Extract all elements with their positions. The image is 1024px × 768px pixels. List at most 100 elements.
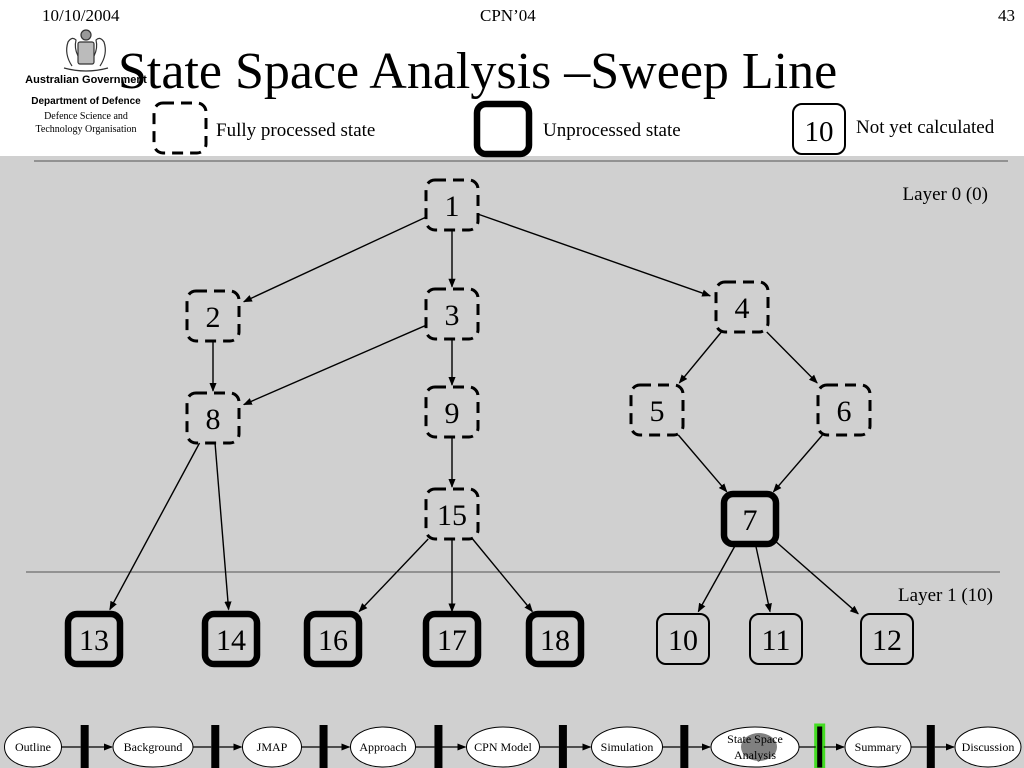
active-marker-icon <box>741 733 777 761</box>
nav-item-summary[interactable]: Summary <box>844 726 912 768</box>
state-box-15 <box>424 487 480 541</box>
state-label-14: 14 <box>216 624 246 657</box>
legend-notyet-box <box>792 103 846 155</box>
state-label-10: 10 <box>668 624 698 657</box>
header-date: 10/10/2004 <box>42 6 120 25</box>
state-label-11: 11 <box>762 624 791 657</box>
state-label-8: 8 <box>206 403 221 436</box>
nav-label: Summary <box>855 740 902 754</box>
state-node-18: 18 <box>525 610 585 668</box>
navigation-bar: Outline Background JMAP Approach CPN Model Si… <box>4 723 1022 768</box>
state-box-3 <box>424 287 480 341</box>
legend-unprocessed-label: Unprocessed state <box>543 120 681 141</box>
state-label-4: 4 <box>735 292 750 325</box>
edge-7-11 <box>754 543 772 613</box>
edge-4-6 <box>766 331 818 384</box>
state-box-2 <box>185 289 241 343</box>
header-page-number: 43 <box>998 6 1015 25</box>
state-node-14: 14 <box>201 610 261 668</box>
state-box-11 <box>749 613 803 665</box>
state-box-1 <box>424 178 480 232</box>
state-box-14 <box>201 610 261 668</box>
nav-item-jmap[interactable]: JMAP <box>242 726 302 768</box>
logo-dsto-line1: Defence Science and <box>44 111 128 122</box>
legend-fully-processed-label: Fully processed state <box>216 120 376 141</box>
state-node-10: 10 <box>656 613 710 665</box>
state-box-7 <box>720 490 780 548</box>
edge-8-14 <box>214 442 232 611</box>
state-node-8: 8 <box>185 391 241 445</box>
edges <box>109 213 859 615</box>
nav-label: Analysis <box>734 748 776 762</box>
nav-item-cpn-model[interactable]: CPN Model <box>466 726 540 768</box>
nav-separator-bar <box>80 725 89 768</box>
state-label-3: 3 <box>445 299 460 332</box>
state-node-6: 6 <box>816 383 872 437</box>
state-node-13: 13 <box>64 610 124 668</box>
state-box-17 <box>422 610 482 668</box>
nav-label: Approach <box>359 740 406 754</box>
nav-label: Outline <box>15 740 51 754</box>
nav-label: Background <box>124 740 183 754</box>
nav-item-simulation[interactable]: Simulation <box>591 726 663 768</box>
nav-label: CPN Model <box>474 740 532 754</box>
state-label-15: 15 <box>437 499 467 532</box>
edge-15-18 <box>472 538 533 613</box>
state-box-6 <box>816 383 872 437</box>
state-label-9: 9 <box>445 397 460 430</box>
state-node-11: 11 <box>749 613 803 665</box>
logo-dsto-line2: Technology Organisation <box>35 124 137 135</box>
edge-1-2 <box>242 216 427 303</box>
edge-7-10 <box>697 543 737 613</box>
state-box-9 <box>424 385 480 439</box>
layer-1-label: Layer 1 (10) <box>898 585 993 606</box>
legend-not-yet-label: Not yet calculated <box>856 117 995 138</box>
logo-department: Department of Defence <box>31 96 141 107</box>
edge-6-7 <box>772 434 823 493</box>
edge-8-13 <box>109 442 201 611</box>
layer-0-label: Layer 0 (0) <box>903 184 988 205</box>
state-label-1: 1 <box>445 190 460 223</box>
state-box-18 <box>525 610 585 668</box>
coat-of-arms-icon <box>63 29 109 72</box>
state-label-6: 6 <box>837 395 852 428</box>
nav-item-background[interactable]: Background <box>112 726 194 768</box>
edge-3-8 <box>242 324 427 406</box>
state-node-2: 2 <box>185 289 241 343</box>
nav-separator-bar <box>680 725 689 768</box>
state-label-7: 7 <box>743 504 758 537</box>
state-node-16: 16 <box>303 610 363 668</box>
state-node-9: 9 <box>424 385 480 439</box>
state-node-17: 17 <box>422 610 482 668</box>
edge-7-12 <box>775 541 859 615</box>
legend-notyet-sample: 10 <box>805 116 834 148</box>
nav-separator-bar <box>814 723 826 768</box>
state-node-7: 7 <box>720 490 780 548</box>
nav-item-outline[interactable]: Outline <box>4 726 62 768</box>
edge-4-5 <box>678 331 722 384</box>
slide-title: State Space Analysis –Sweep Line <box>118 43 838 100</box>
nav-label: State Space <box>727 732 783 746</box>
state-label-18: 18 <box>540 624 570 657</box>
edge-5-7 <box>677 434 728 493</box>
state-node-1: 1 <box>424 178 480 232</box>
state-box-5 <box>629 383 685 437</box>
state-label-17: 17 <box>437 624 467 657</box>
content-background <box>0 156 1024 768</box>
state-node-4: 4 <box>714 280 770 334</box>
nav-separator-bar <box>926 725 935 768</box>
dsto-logo: Australian Government Department of Defe… <box>20 26 152 146</box>
nav-item-approach[interactable]: Approach <box>350 726 416 768</box>
state-label-2: 2 <box>206 301 221 334</box>
state-box-12 <box>860 613 914 665</box>
header-conference: CPN’04 <box>480 6 536 25</box>
state-label-5: 5 <box>650 395 665 428</box>
edge-1-4 <box>477 213 712 297</box>
nav-label: Discussion <box>962 740 1015 754</box>
edge-15-16 <box>358 538 429 613</box>
nav-ellipse[interactable] <box>954 726 1022 768</box>
nav-item-discussion[interactable]: Discussion <box>954 726 1022 768</box>
